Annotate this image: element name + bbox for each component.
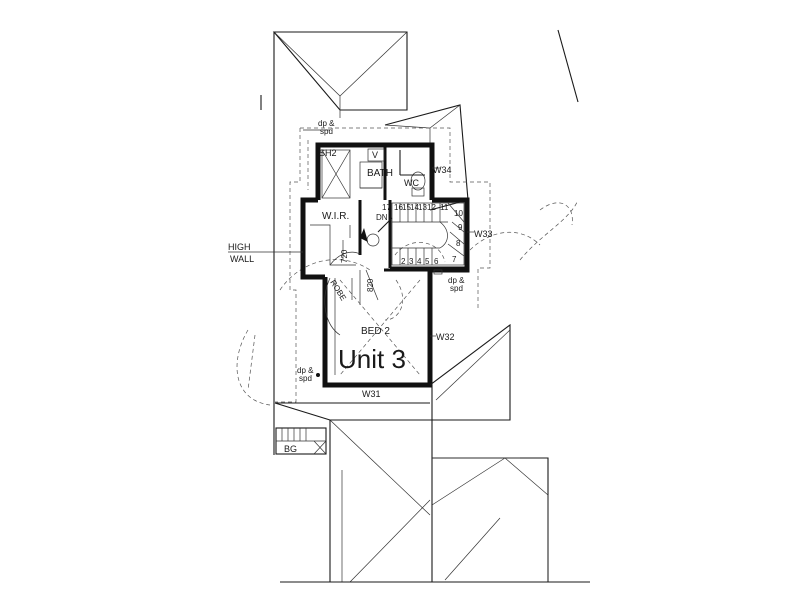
spd-label-bottom: spd (299, 374, 312, 383)
stair-dn: DN (376, 213, 388, 222)
stair-tread-13: 13 (418, 203, 427, 212)
stair-tread-4: 4 (417, 257, 422, 266)
stair-tread-16: 16 (394, 203, 403, 212)
bedroom-details (324, 269, 443, 376)
wir-label: W.I.R. (322, 211, 349, 222)
window-w31: W31 (362, 389, 381, 399)
dim-820: 820 (366, 278, 375, 292)
stair-tread-6: 6 (434, 257, 439, 266)
wir-fixtures (310, 224, 361, 266)
wall-label: WALL (230, 254, 254, 264)
bath-label: BATH (367, 168, 393, 179)
stair-tread-10: 10 (454, 209, 463, 218)
bg-label: BG (284, 444, 297, 454)
stair-tread-11: 11 (440, 203, 449, 212)
unit-title: Unit 3 (338, 344, 406, 374)
high-label: HIGH (228, 242, 251, 252)
stair-tread-15: 15 (402, 203, 411, 212)
sh2-label: SH2 (319, 148, 337, 158)
stair-tread-7: 7 (452, 255, 457, 264)
stair (360, 202, 465, 266)
v-label: V (372, 150, 378, 160)
window-w32: W32 (436, 332, 455, 342)
wc-label: WC (404, 178, 419, 188)
leaders (228, 129, 474, 377)
bg-box (275, 427, 327, 455)
spd-label-right: spd (450, 284, 463, 293)
dp-label-bottom: dp & (297, 366, 314, 375)
lower-roof (274, 323, 590, 583)
stair-tread-8: 8 (456, 239, 461, 248)
dp-label-right: dp & (448, 276, 465, 285)
dp-label-top: dp & (318, 119, 335, 128)
stair-tread-2: 2 (401, 257, 406, 266)
bath-fixtures (321, 148, 426, 199)
stair-tread-5: 5 (425, 257, 430, 266)
window-w34: W34 (433, 165, 452, 175)
window-w33: W33 (474, 229, 493, 239)
stair-roof (384, 104, 469, 211)
stair-tread-14: 14 (410, 203, 419, 212)
upper-roof (260, 31, 408, 455)
stair-tread-3: 3 (409, 257, 414, 266)
robe-label: ROBE (328, 278, 348, 302)
stair-tread-17: 17 (382, 203, 391, 212)
bed2-label: BED 2 (361, 326, 390, 337)
dim-720: 720 (340, 249, 349, 263)
stair-tread-9: 9 (458, 223, 463, 232)
stair-tread-12: 12 (427, 203, 436, 212)
spd-label-top: spd (320, 127, 333, 136)
watermark (236, 199, 579, 406)
eaves-outline (275, 127, 491, 403)
walls (300, 142, 470, 388)
